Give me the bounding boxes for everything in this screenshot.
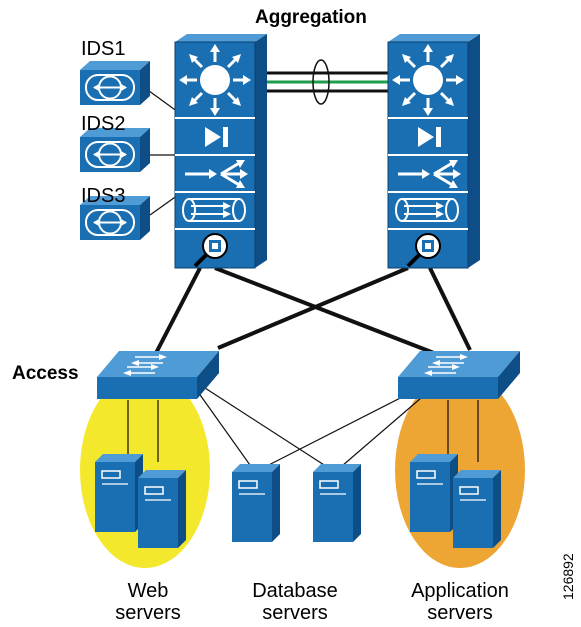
web-caption-line2: servers — [115, 602, 181, 624]
database-caption-line2: servers — [262, 602, 328, 624]
access-switch-right — [397, 350, 521, 400]
inter-switch-link — [255, 59, 389, 105]
application-servers-caption: Application servers — [395, 580, 525, 624]
aggregation-label: Aggregation — [255, 7, 367, 28]
aggregation-switch-right — [386, 32, 482, 270]
database-servers-caption: Database servers — [235, 580, 355, 624]
web-caption-line1: Web — [127, 580, 169, 602]
ids1-link — [144, 87, 179, 113]
web-server-2 — [137, 469, 187, 549]
ids1-sensor — [79, 60, 151, 106]
database-server-1 — [231, 463, 281, 543]
application-server-2 — [452, 469, 502, 549]
database-server-2 — [312, 463, 362, 543]
access-switch-left — [96, 350, 220, 400]
ids2-label: IDS2 — [81, 113, 126, 135]
server-links — [127, 387, 479, 473]
access-label: Access — [12, 363, 79, 384]
web-servers-caption: Web servers — [98, 580, 198, 624]
uplinks — [153, 266, 472, 362]
ids3-label: IDS3 — [81, 185, 126, 207]
web-server-1 — [94, 453, 144, 533]
application-caption-line2: servers — [427, 602, 493, 624]
aggregation-switch-left — [173, 32, 269, 270]
figure-id: 126892 — [560, 553, 576, 600]
ids3-link — [149, 194, 179, 216]
ids1-label: IDS1 — [81, 38, 126, 60]
database-caption-line1: Database — [252, 580, 338, 602]
application-caption-line1: Application — [411, 580, 509, 602]
port-channel-bundle — [312, 59, 330, 105]
application-server-1 — [409, 453, 459, 533]
